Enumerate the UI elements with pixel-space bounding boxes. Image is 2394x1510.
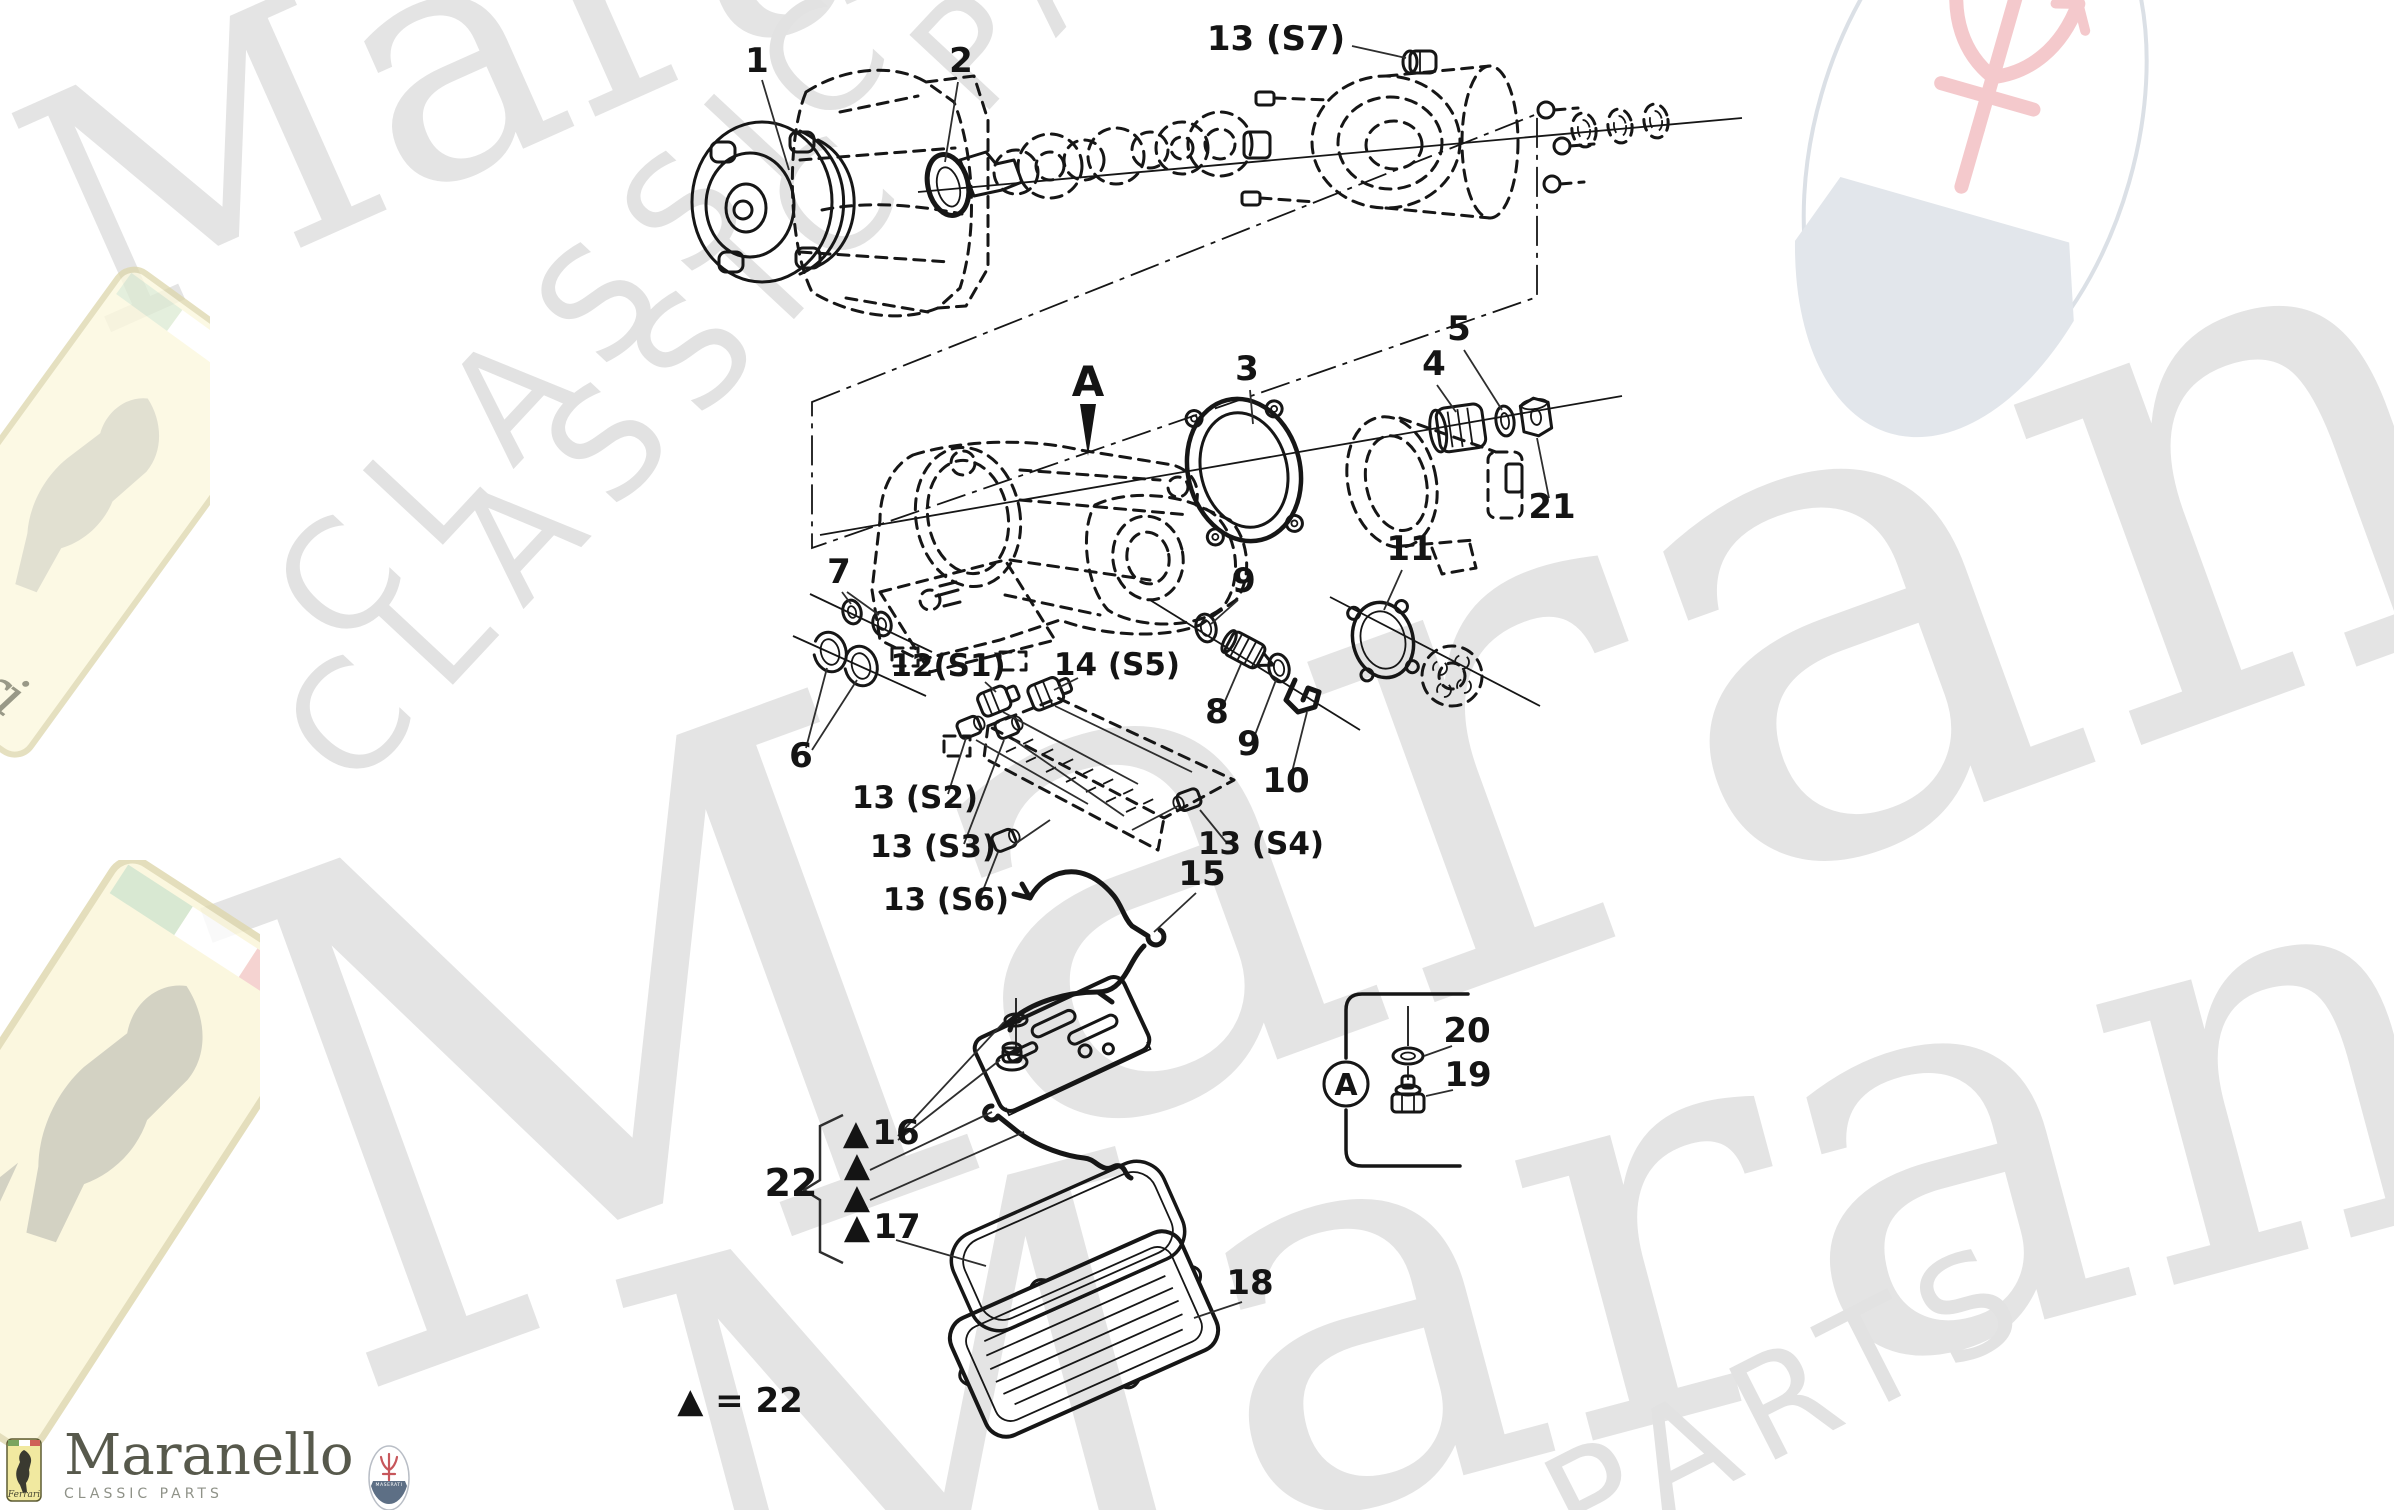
input-shaft-clutch-drawing (958, 110, 1272, 200)
legend-triangle-4: ▲ (844, 1207, 871, 1247)
maserati-badge-label: MASERATI (375, 1482, 402, 1488)
callout-20: 20 (1443, 1011, 1490, 1051)
callout-5: 5 (1447, 309, 1471, 349)
callout-3: 3 (1235, 349, 1259, 389)
callout-8: 8 (1205, 692, 1229, 732)
callout-13s6: 13 (S6) (883, 882, 1009, 918)
callout-19: 19 (1444, 1055, 1491, 1095)
callout-14s5: 14 (S5) (1054, 647, 1180, 683)
plug-13s2-drawing (955, 714, 986, 740)
callout-21: 21 (1528, 487, 1575, 527)
speedo-drive-drawing (1194, 612, 1322, 715)
callout-12s1: 12(S1) (890, 648, 1005, 684)
callout-11: 11 (1386, 529, 1433, 569)
filter-spring-drawing (982, 1103, 1134, 1181)
view-boundary-box (811, 112, 1538, 550)
nut-21-drawing (1518, 396, 1554, 438)
callout-9-upper: 9 (1232, 561, 1256, 601)
callout-16: 16 (872, 1113, 919, 1153)
torque-converter-drawing (690, 120, 856, 284)
callout-4: 4 (1422, 344, 1446, 384)
gearbox-case-drawing (870, 440, 1249, 674)
callout-13s2: 13 (S2) (852, 780, 978, 816)
plug-13s7-drawing (1401, 49, 1438, 75)
footer-brand: Maranello (64, 1423, 354, 1488)
callout-22: 22 (765, 1161, 818, 1205)
callout-2: 2 (949, 41, 973, 81)
callout-18: 18 (1226, 1263, 1273, 1303)
oil-pipes-15-drawing (1001, 869, 1167, 1033)
plug-13s3-drawing (993, 714, 1024, 740)
callout-13s7: 13 (S7) (1207, 19, 1345, 59)
leader-lines (761, 45, 1550, 1319)
plug-13s4-drawing (1172, 787, 1203, 812)
snap-rings-6-drawing (812, 630, 879, 688)
callout-13s3: 13 (S3) (870, 829, 996, 865)
callout-17: 17 (873, 1207, 920, 1247)
callout-6: 6 (789, 736, 813, 776)
gasket-11-drawing (1346, 599, 1420, 683)
callout-7: 7 (827, 552, 851, 592)
legend-text: ▲ = 22 (677, 1381, 803, 1421)
maserati-badge: MASERATI (367, 1445, 410, 1510)
callout-10: 10 (1262, 761, 1309, 801)
callout-9-lower: 9 (1237, 724, 1261, 764)
valve-body-drawing (942, 696, 1236, 852)
solenoid-12s1-drawing (976, 684, 1021, 718)
detail-a-marker: A (1334, 1068, 1358, 1103)
seal-ring-drawing (924, 152, 972, 218)
legend-triangle-2: ▲ (844, 1145, 871, 1185)
oil-filter-16-drawing (972, 975, 1152, 1117)
callout-15: 15 (1178, 854, 1225, 894)
legend-triangle-3: ▲ (844, 1177, 871, 1217)
front-pump-drawing (1240, 64, 1670, 220)
detail-a-drawing (1322, 992, 1470, 1168)
legend-brace (801, 1113, 844, 1265)
oil-pan-18-drawing (947, 1229, 1221, 1439)
footer-tagline: CLASSIC PARTS (64, 1486, 223, 1502)
rotor-drawing (1420, 644, 1484, 708)
maranello-classic-parts-logo: Ferrari Maranello CLASSIC PARTS MASERATI (6, 1423, 410, 1510)
solenoid-14s5-drawing (1026, 676, 1074, 712)
bell-housing-drawing (790, 68, 990, 318)
ferrari-badge: Ferrari (6, 1438, 42, 1502)
gasket-3-drawing (1184, 396, 1304, 547)
callout-1: 1 (745, 41, 769, 81)
washer-5-drawing (1494, 404, 1516, 438)
view-a-marker: A (1072, 357, 1105, 406)
washers-7-drawing (841, 598, 893, 638)
legend-triangle-1: ▲ (843, 1113, 870, 1153)
ferrari-badge-label: Ferrari (7, 1490, 40, 1500)
coupling-4-drawing (1428, 402, 1488, 454)
callout-labels: 1 2 13 (S7) 5 3 4 21 A 11 7 9 8 9 10 6 1… (677, 19, 1575, 1421)
view-a-arrow (1080, 404, 1096, 456)
callout-13s4: 13 (S4) (1198, 826, 1324, 862)
